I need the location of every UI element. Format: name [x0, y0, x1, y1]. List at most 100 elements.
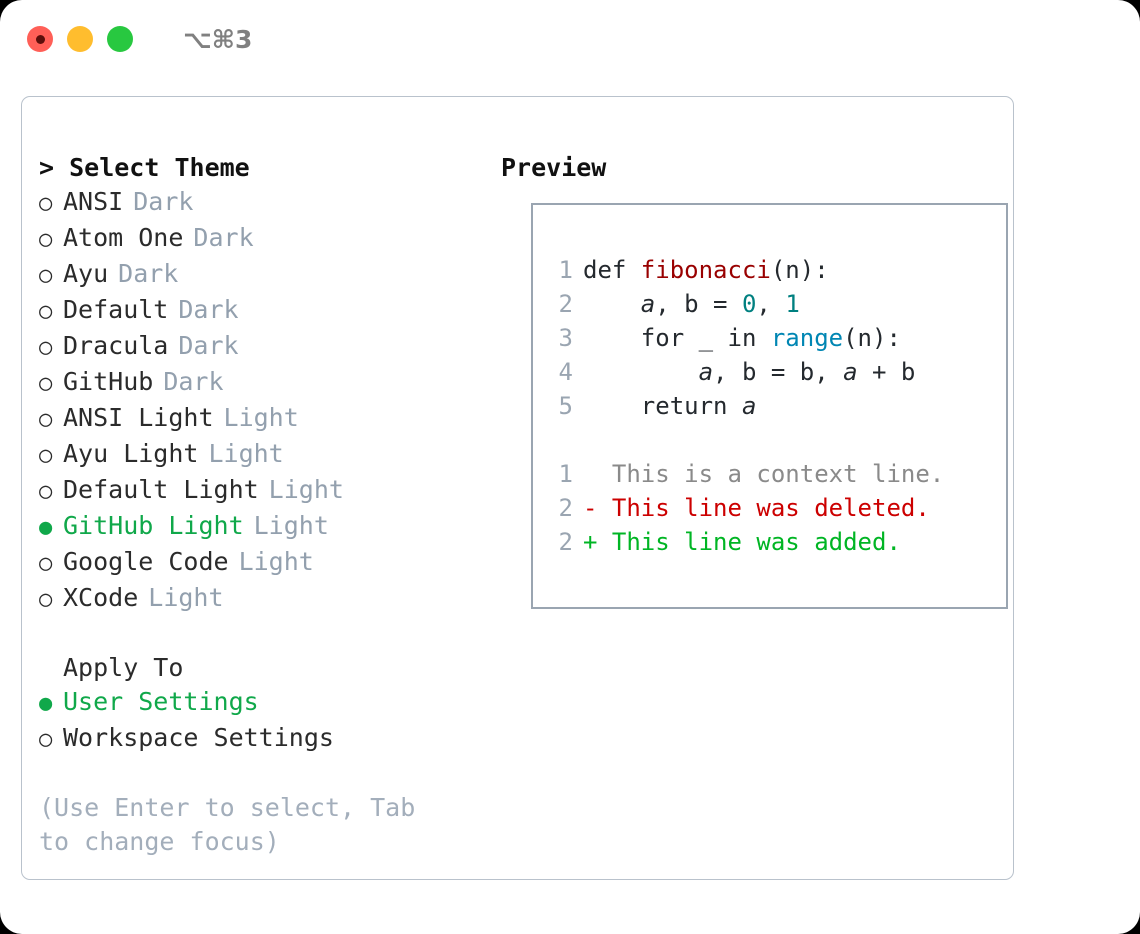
code-token: (n):: [770, 256, 829, 284]
line-number: 1: [558, 460, 573, 488]
radio-unselected-icon: ○: [39, 299, 53, 324]
radio-unselected-icon: ○: [39, 587, 53, 612]
theme-option-category: Dark: [178, 295, 239, 324]
theme-option-category: Dark: [178, 331, 239, 360]
theme-option-category: Dark: [193, 223, 254, 252]
line-number: 4: [558, 358, 573, 386]
hint-spacer: [39, 757, 479, 791]
theme-option-category: Light: [238, 547, 314, 576]
radio-selected-icon: ●: [39, 691, 53, 716]
theme-option-category: Dark: [163, 367, 224, 396]
close-window-icon[interactable]: [27, 26, 53, 52]
radio-unselected-icon: ○: [39, 727, 53, 752]
select-theme-heading: > Select Theme: [39, 153, 250, 182]
radio-unselected-icon: ○: [39, 335, 53, 360]
code-token: range: [770, 324, 844, 352]
code-token: ,: [756, 290, 786, 318]
radio-unselected-icon: ○: [39, 263, 53, 288]
code-token: a: [843, 358, 858, 386]
theme-option-category: Light: [208, 439, 284, 468]
theme-option-category: Dark: [133, 187, 194, 216]
radio-unselected-icon: ○: [39, 407, 53, 432]
theme-option-label: Default: [63, 295, 169, 324]
theme-option-category: Light: [253, 511, 329, 540]
apply-to-option-label: User Settings: [63, 687, 259, 716]
line-number: 5: [558, 392, 573, 420]
line-number: 2: [558, 494, 573, 522]
apply-to-option-workspace-settings[interactable]: ○ Workspace Settings: [39, 721, 479, 757]
diff-marker: +: [583, 528, 612, 556]
code-token: + b: [857, 358, 916, 386]
code-token: [583, 358, 699, 386]
radio-unselected-icon: ○: [39, 551, 53, 576]
diff-line: 2+ This line was added.: [547, 525, 944, 559]
theme-option-default-light[interactable]: ○ Default Light Light: [39, 473, 479, 509]
code-token: , b =: [655, 290, 742, 318]
theme-option-label: GitHub Light: [63, 511, 244, 540]
code-token: (n):: [843, 324, 901, 352]
theme-option-label: Atom One: [63, 223, 184, 252]
theme-option-default[interactable]: ○ Default Dark: [39, 293, 479, 329]
title-bar: ⌥⌘3: [0, 0, 1140, 78]
code-token: 0: [741, 290, 757, 318]
diff-marker: -: [583, 494, 612, 522]
theme-option-ansi-light[interactable]: ○ ANSI Light Light: [39, 401, 479, 437]
code-token: a: [698, 358, 714, 386]
radio-selected-icon: ●: [39, 515, 53, 540]
theme-option-label: ANSI Light: [63, 403, 214, 432]
code-line: 3 for _ in range(n):: [547, 321, 944, 355]
apply-to-option-user-settings[interactable]: ● User Settings: [39, 685, 479, 721]
line-number: 2: [558, 528, 573, 556]
theme-option-github-light[interactable]: ● GitHub Light Light: [39, 509, 479, 545]
apply-to-heading: Apply To: [63, 653, 184, 682]
maximize-window-icon[interactable]: [107, 26, 133, 52]
code-line: 5 return a: [547, 389, 944, 423]
preview-heading: Preview: [501, 153, 607, 182]
radio-unselected-icon: ○: [39, 227, 53, 252]
minimize-window-icon[interactable]: [67, 26, 93, 52]
theme-option-label: XCode: [63, 583, 139, 612]
theme-option-ayu[interactable]: ○ Ayu Dark: [39, 257, 479, 293]
radio-unselected-icon: ○: [39, 191, 53, 216]
theme-option-dracula[interactable]: ○ Dracula Dark: [39, 329, 479, 365]
theme-option-category: Light: [223, 403, 299, 432]
line-number: 1: [558, 256, 573, 284]
theme-option-label: Ayu Light: [63, 439, 199, 468]
diff-marker: [583, 460, 612, 488]
theme-option-category: Light: [268, 475, 344, 504]
theme-option-category: Dark: [118, 259, 179, 288]
theme-option-label: Dracula: [63, 331, 169, 360]
keyboard-hint-text: (Use Enter to select, Tab to change focu…: [39, 793, 431, 856]
line-number: 3: [558, 324, 573, 352]
code-line: 4 a, b = b, a + b: [547, 355, 944, 389]
line-number: 2: [558, 290, 573, 318]
theme-option-label: Default Light: [63, 475, 259, 504]
theme-option-atom-one[interactable]: ○ Atom One Dark: [39, 221, 479, 257]
code-token: 1: [785, 290, 800, 318]
window-controls: [27, 26, 133, 52]
diff-line: 2- This line was deleted.: [547, 491, 944, 525]
theme-option-category: Light: [148, 583, 224, 612]
theme-option-xcode[interactable]: ○ XCode Light: [39, 581, 479, 617]
code-token: for _ in: [583, 324, 771, 352]
code-token: return: [583, 392, 742, 420]
code-token: a: [741, 392, 757, 420]
radio-unselected-icon: ○: [39, 479, 53, 504]
code-line: 2 a, b = 0, 1: [547, 287, 944, 321]
section-spacer: [39, 617, 479, 651]
theme-option-label: Ayu: [63, 259, 109, 288]
apply-to-option-list: ● User Settings ○ Workspace Settings: [39, 685, 479, 757]
apply-to-option-label: Workspace Settings: [63, 723, 334, 752]
diff-text: This line was deleted.: [611, 494, 930, 522]
